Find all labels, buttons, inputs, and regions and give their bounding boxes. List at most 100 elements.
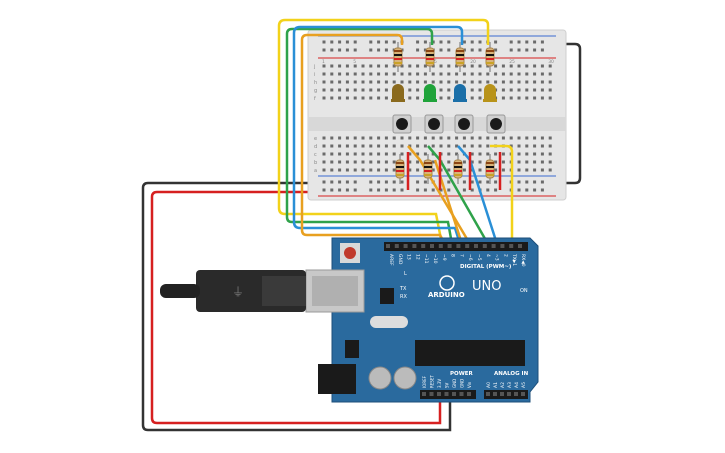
hole	[400, 136, 404, 140]
analog-pin-label: A4	[514, 382, 520, 388]
row-letter: b	[314, 160, 317, 166]
hole	[369, 152, 373, 156]
rail-hole	[486, 180, 490, 184]
hole	[548, 160, 552, 164]
hole	[322, 96, 326, 100]
hole	[369, 168, 373, 172]
hole	[486, 72, 490, 76]
rx-label: RX	[400, 294, 407, 300]
hole	[509, 80, 513, 84]
row-letter: e	[314, 136, 317, 142]
rail-hole	[525, 40, 529, 44]
rail-hole	[540, 48, 544, 52]
pushbutton[interactable]	[392, 114, 412, 134]
hole	[525, 144, 529, 148]
hole	[361, 64, 365, 68]
hole	[416, 152, 420, 156]
hole	[501, 152, 505, 156]
hole	[400, 152, 404, 156]
hole	[338, 160, 342, 164]
rail-hole	[345, 48, 349, 52]
hole	[345, 96, 349, 100]
rail-hole	[369, 48, 373, 52]
pushbutton[interactable]	[454, 114, 474, 134]
hole	[377, 152, 381, 156]
rail-hole	[423, 40, 427, 44]
analog-pin-label: A2	[500, 382, 506, 388]
pushbutton[interactable]	[424, 114, 444, 134]
analog-label: ANALOG IN	[494, 371, 529, 377]
hole	[322, 72, 326, 76]
hole	[540, 80, 544, 84]
hole	[353, 72, 357, 76]
pushbutton[interactable]	[486, 114, 506, 134]
hole	[548, 152, 552, 156]
hole	[361, 88, 365, 92]
rail-hole	[369, 180, 373, 184]
hole	[447, 88, 451, 92]
hole	[408, 136, 412, 140]
tx-label: TX	[399, 286, 407, 292]
hole	[455, 64, 459, 68]
digital-pin-label: TX▶1	[511, 253, 517, 266]
hole	[431, 160, 435, 164]
digital-pin-label: 12	[414, 254, 420, 260]
digital-pin-label: RX◀0	[520, 254, 526, 267]
hole	[361, 160, 365, 164]
hole	[517, 72, 521, 76]
power-wires	[141, 42, 582, 432]
hole	[525, 168, 529, 172]
hole	[533, 80, 537, 84]
column-number: 30	[548, 59, 554, 65]
rail-hole	[416, 180, 420, 184]
hole	[423, 136, 427, 140]
hole	[416, 72, 420, 76]
hole	[384, 64, 388, 68]
hole	[517, 64, 521, 68]
rail-hole	[377, 48, 381, 52]
analog-pin-label: A5	[521, 382, 527, 388]
hole	[462, 144, 466, 148]
hole	[353, 160, 357, 164]
hole	[338, 168, 342, 172]
digital-pin-label: 8	[450, 254, 456, 257]
hole	[548, 72, 552, 76]
hole	[377, 72, 381, 76]
hole	[478, 96, 482, 100]
leds	[391, 84, 497, 102]
hole	[533, 160, 537, 164]
hole	[533, 64, 537, 68]
hole	[470, 136, 474, 140]
hole	[462, 72, 466, 76]
usb-icon: ⏚	[232, 285, 244, 299]
digital-pin-label: AREF	[388, 254, 394, 266]
hole	[525, 88, 529, 92]
rail-hole	[439, 48, 443, 52]
rail-hole	[322, 180, 326, 184]
column-number: 25	[509, 59, 515, 65]
rail-hole	[338, 40, 342, 44]
hole	[501, 64, 505, 68]
hole	[369, 160, 373, 164]
hole	[338, 72, 342, 76]
black-gnd-wire	[141, 181, 452, 432]
hole	[408, 152, 412, 156]
rail-hole	[392, 40, 396, 44]
hole	[548, 136, 552, 140]
hole	[353, 88, 357, 92]
hole	[478, 72, 482, 76]
led-green	[423, 84, 437, 102]
hole	[361, 144, 365, 148]
hole	[416, 64, 420, 68]
hole	[353, 80, 357, 84]
digital-pin-label: 2	[502, 254, 508, 257]
hole	[517, 144, 521, 148]
hole	[501, 160, 505, 164]
hole	[533, 72, 537, 76]
hole	[361, 96, 365, 100]
rail-hole	[377, 40, 381, 44]
hole	[548, 80, 552, 84]
rail-hole	[353, 180, 357, 184]
hole	[369, 72, 373, 76]
